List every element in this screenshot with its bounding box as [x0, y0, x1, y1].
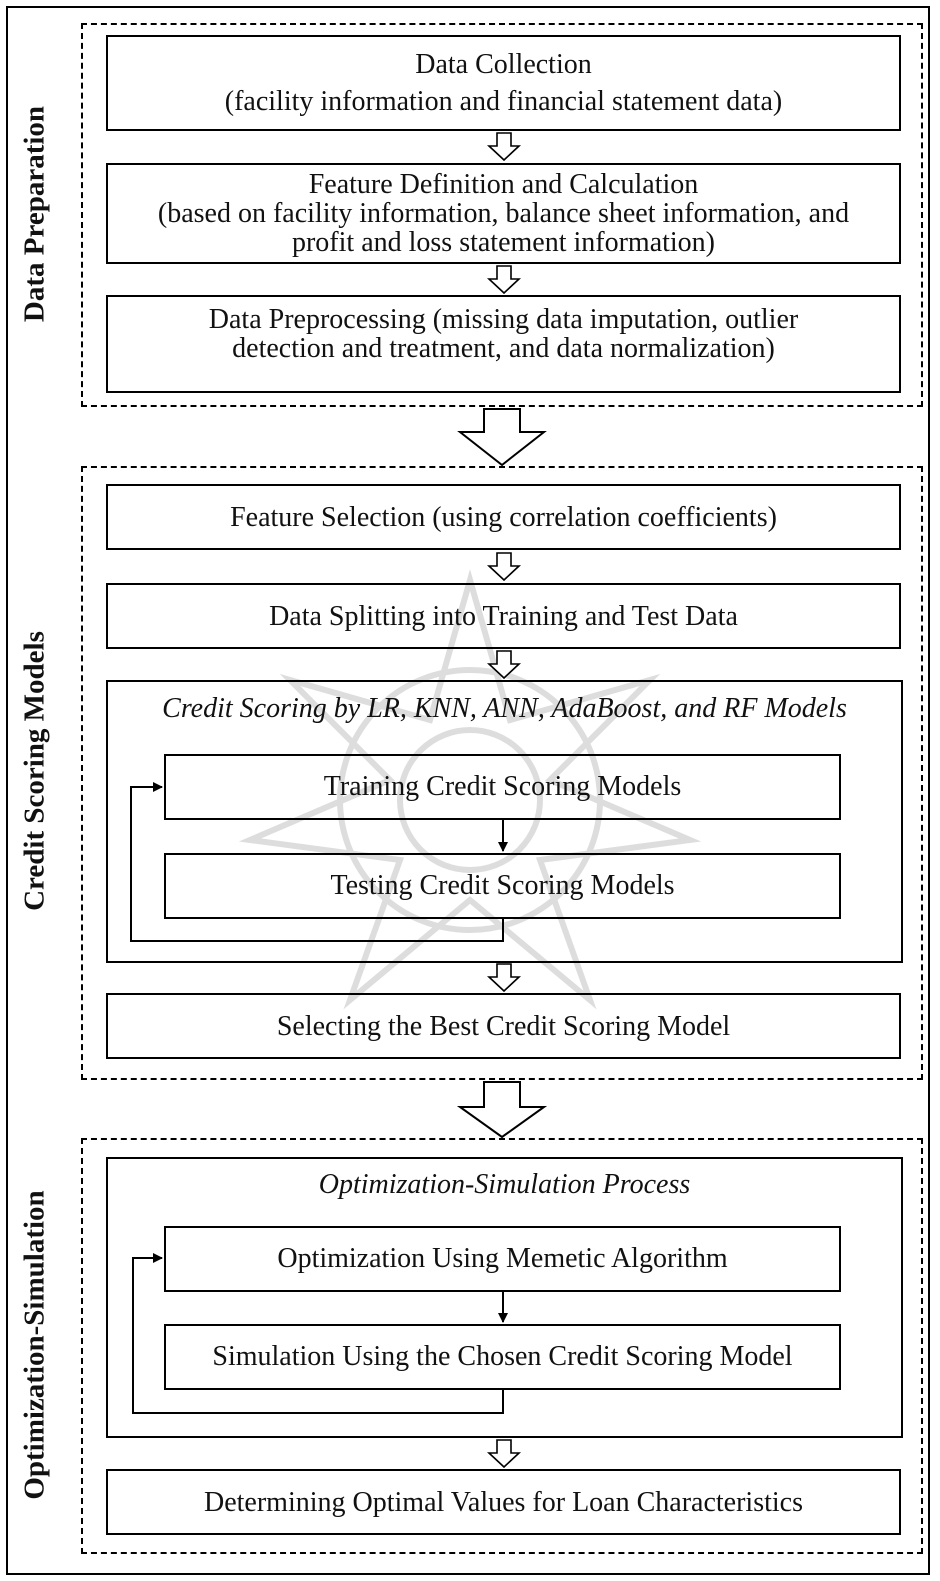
step-line: Feature Selection (using correlation coe… — [230, 501, 777, 533]
section-optimization-simulation — [81, 1138, 923, 1554]
section-data-preparation — [81, 23, 923, 407]
step-line: profit and loss statement information) — [291, 227, 716, 258]
group-title: Optimization-Simulation Process — [318, 1169, 691, 1200]
section-credit-scoring-models — [81, 466, 923, 1080]
step-training-models: Training Credit Scoring Models — [164, 754, 841, 820]
step-feature-selection: Feature Selection (using correlation coe… — [106, 484, 901, 550]
step-line: Selecting the Best Credit Scoring Model — [276, 1010, 731, 1042]
group-title: Credit Scoring by LR, KNN, ANN, AdaBoost… — [162, 693, 847, 724]
step-line: Data Collection — [415, 49, 592, 80]
step-line: (facility information and financial stat… — [224, 86, 783, 117]
step-determine-optimal-values: Determining Optimal Values for Loan Char… — [106, 1469, 901, 1535]
group-optimization-simulation: Optimization-Simulation Process — [106, 1157, 903, 1438]
diagram-frame — [6, 6, 930, 1575]
step-line: detection and treatment, and data normal… — [232, 333, 775, 364]
step-data-preprocessing: Data Preprocessing (missing data imputat… — [106, 295, 901, 393]
step-line: Data Splitting into Training and Test Da… — [269, 600, 738, 632]
step-line: Feature Definition and Calculation — [308, 169, 699, 200]
step-optimization: Optimization Using Memetic Algorithm — [164, 1226, 841, 1292]
step-line: Determining Optimal Values for Loan Char… — [204, 1486, 803, 1518]
step-simulation: Simulation Using the Chosen Credit Scori… — [164, 1324, 841, 1390]
step-testing-models: Testing Credit Scoring Models — [164, 853, 841, 919]
step-line: Data Preprocessing (missing data imputat… — [208, 304, 799, 335]
step-line: (based on facility information, balance … — [157, 198, 850, 229]
step-data-splitting: Data Splitting into Training and Test Da… — [106, 583, 901, 649]
group-credit-scoring: Credit Scoring by LR, KNN, ANN, AdaBoost… — [106, 680, 903, 963]
step-data-collection: Data Collection (facility information an… — [106, 35, 901, 131]
step-feature-definition: Feature Definition and Calculation (base… — [106, 163, 901, 264]
step-select-best-model: Selecting the Best Credit Scoring Model — [106, 993, 901, 1059]
